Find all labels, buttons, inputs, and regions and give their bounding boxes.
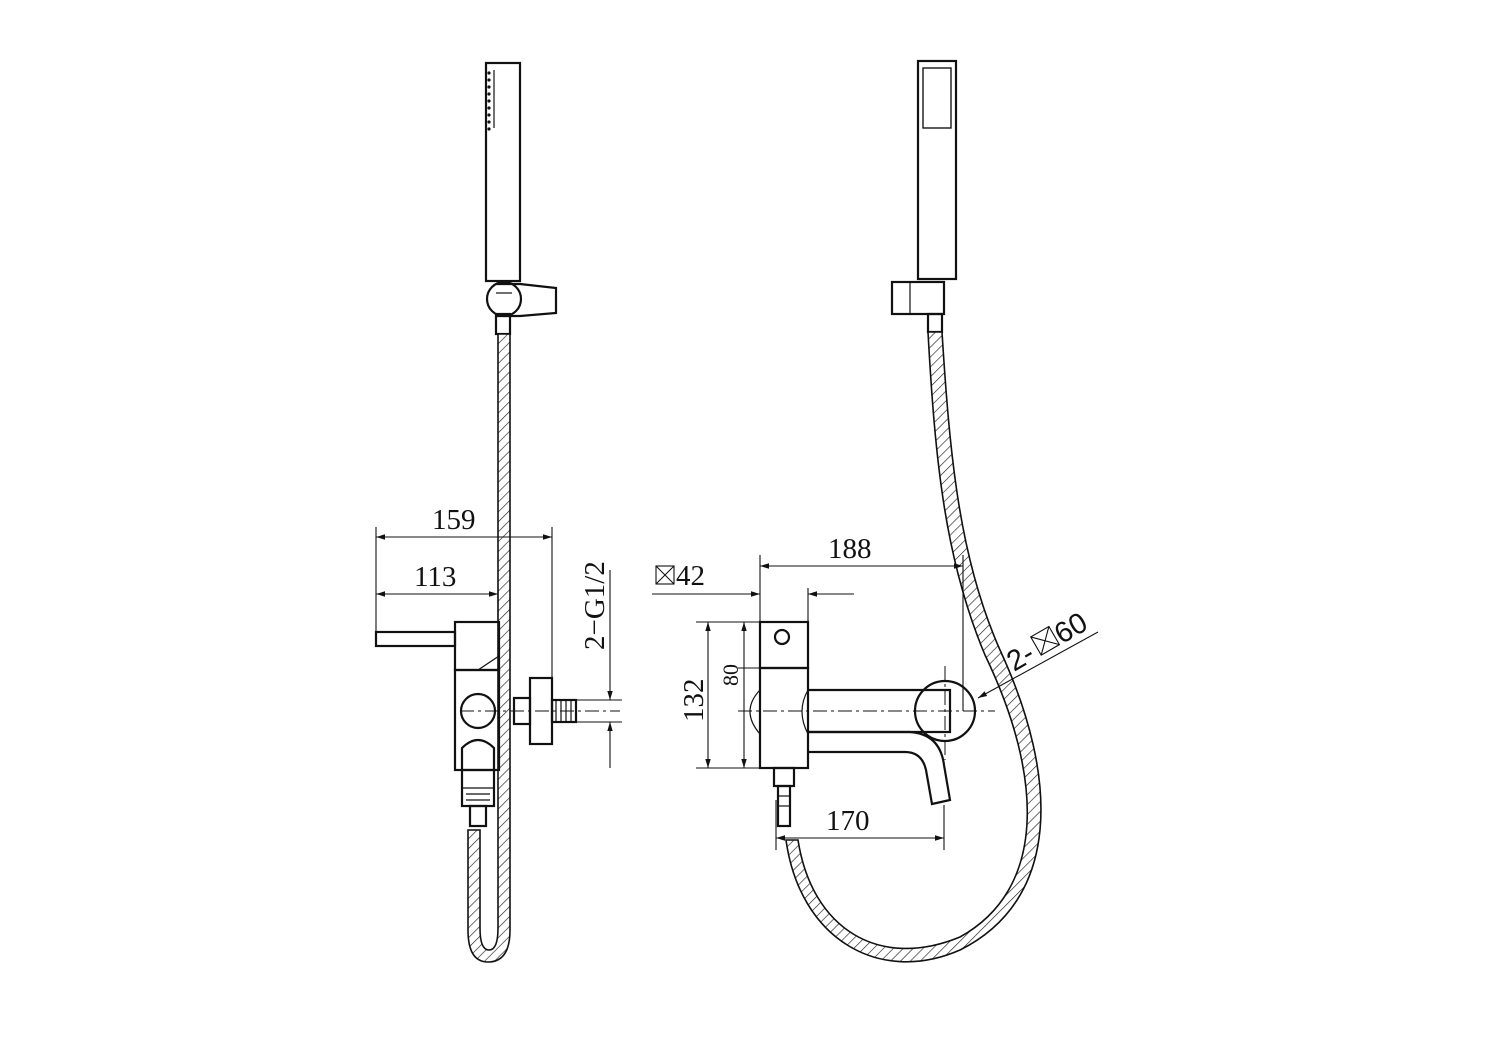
svg-text:188: 188 (828, 533, 872, 565)
shower-hose-side (467, 333, 511, 963)
front-view: 188 42 132 80 (652, 59, 1099, 963)
dimension-132: 132 (678, 621, 760, 769)
mixer-body-front (749, 620, 810, 770)
hand-shower-side (484, 61, 522, 283)
svg-text:170: 170 (826, 805, 870, 837)
svg-text:2−G1/2: 2−G1/2 (579, 561, 611, 650)
svg-text:132: 132 (678, 679, 710, 723)
dimension-80: 80 (718, 622, 760, 768)
diverter-outlet-side (460, 768, 496, 828)
dimension-188: 188 (759, 533, 964, 711)
shower-holder-side (485, 280, 558, 336)
spray-nozzles-side (487, 71, 491, 131)
dimension-thread: 2−G1/2 (576, 561, 622, 768)
square-symbol-icon-2 (1029, 625, 1061, 656)
svg-text:113: 113 (414, 561, 456, 593)
svg-text:80: 80 (718, 664, 743, 686)
spout-front (808, 688, 952, 806)
dimension-square-42: 42 (652, 560, 854, 622)
hose-outlet-front (772, 766, 796, 828)
svg-text:42: 42 (676, 560, 705, 592)
hand-shower-front (916, 59, 958, 281)
dimension-170: 170 (775, 800, 945, 850)
dimension-159: 159 (375, 504, 553, 678)
mixer-body-side (453, 620, 501, 772)
shower-holder-front (890, 280, 946, 334)
shower-hose-front (785, 331, 1042, 963)
lever-handle-side (374, 630, 457, 648)
square-symbol-icon (655, 565, 675, 585)
side-view: 159 113 2−G1/2 (374, 61, 622, 963)
svg-text:159: 159 (432, 504, 476, 536)
dimension-113: 113 (376, 561, 499, 622)
